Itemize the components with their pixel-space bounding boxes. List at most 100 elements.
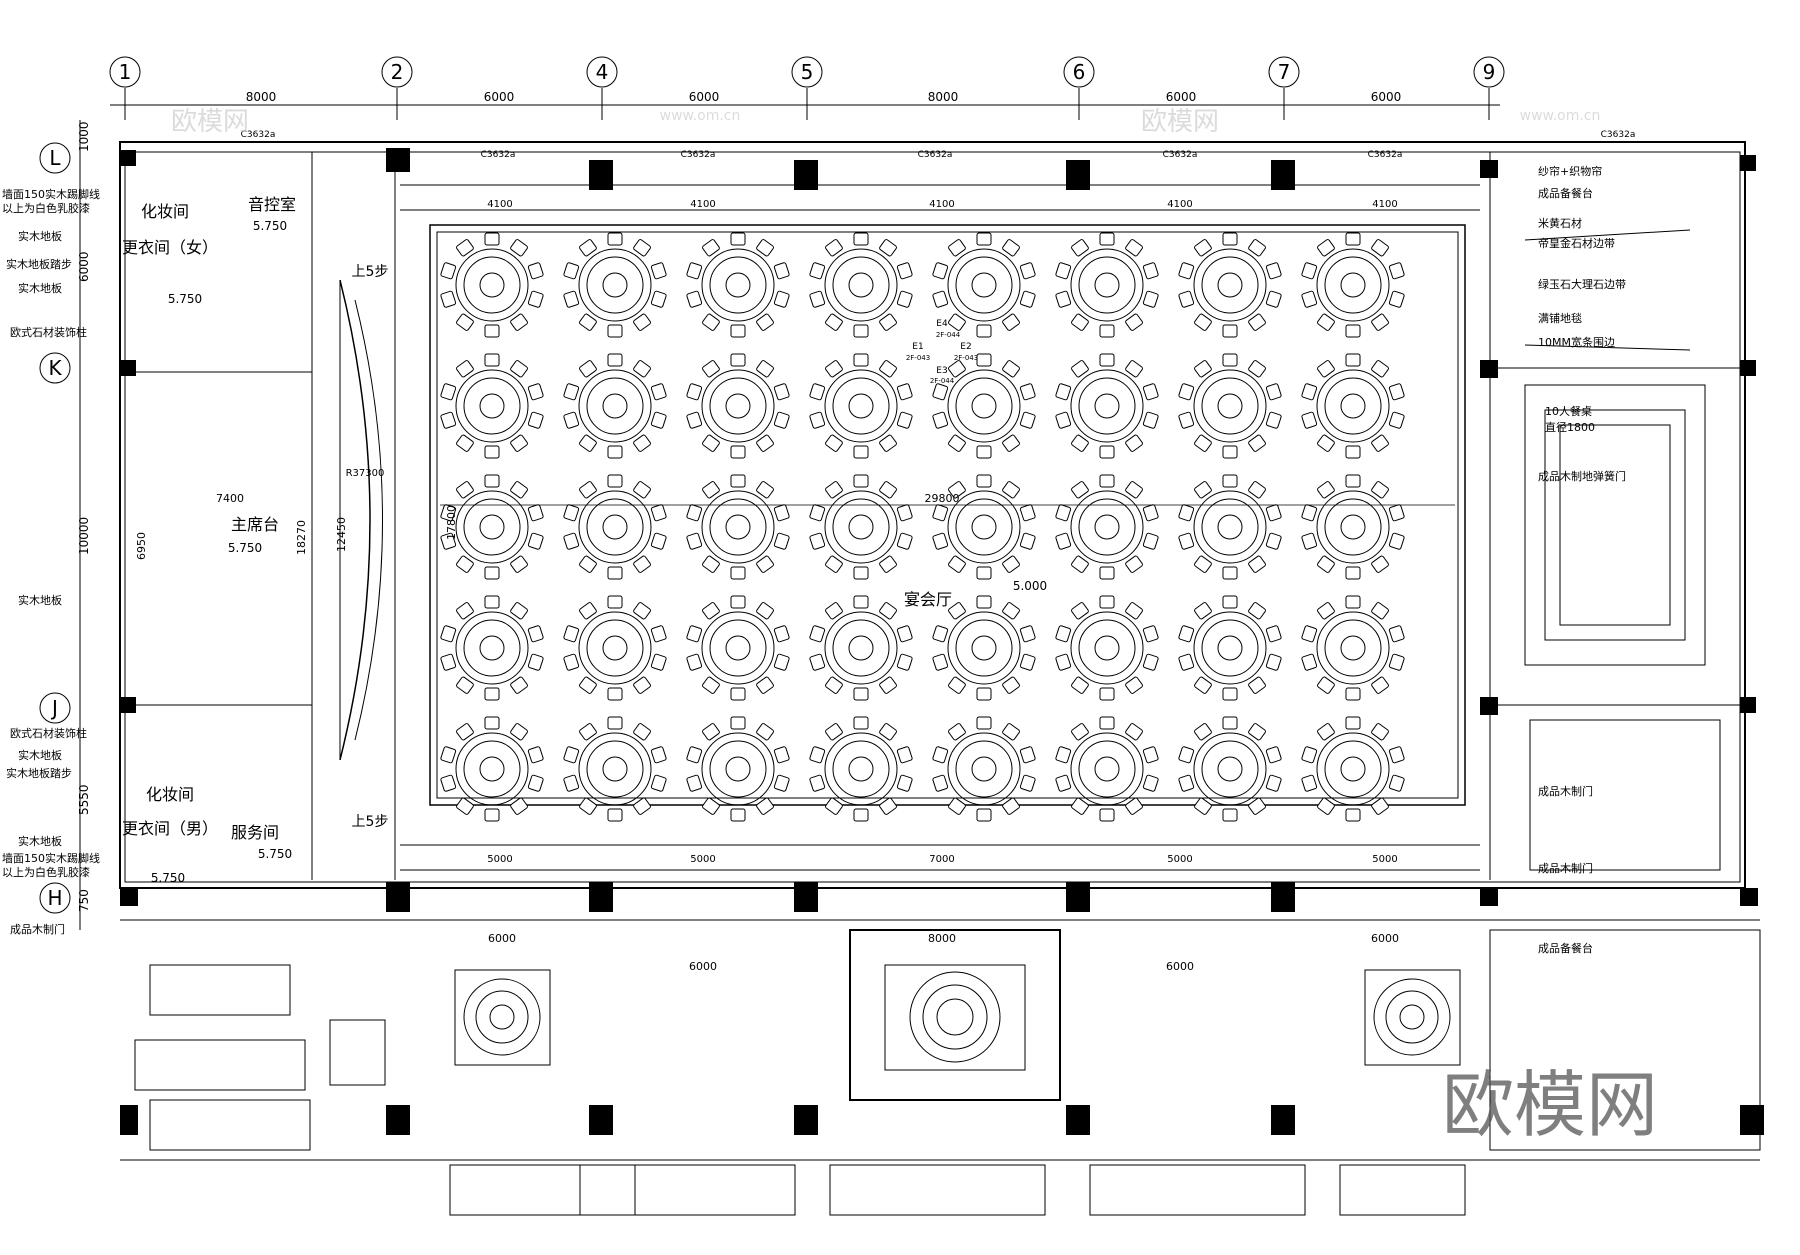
banquet-hall-label: 宴会厅 [904, 590, 952, 609]
chair [1345, 595, 1361, 609]
chair [879, 797, 897, 815]
chair [825, 797, 843, 815]
chair [650, 383, 667, 401]
svg-text:欧式石材装饰柱: 欧式石材装饰柱 [10, 726, 87, 740]
chair [1345, 687, 1361, 701]
chair [1002, 360, 1020, 378]
chair [633, 239, 651, 257]
chair [773, 383, 790, 401]
chair [1099, 445, 1115, 459]
svg-text:墙面150实木踢脚线: 墙面150实木踢脚线 [2, 187, 100, 201]
chair [896, 774, 913, 792]
svg-text:C3632a: C3632a [681, 150, 716, 160]
chair [686, 383, 703, 401]
chair [456, 239, 474, 257]
chair [456, 481, 474, 499]
chair [1248, 602, 1266, 620]
chair [853, 716, 869, 730]
chair [756, 797, 774, 815]
chair [563, 625, 580, 643]
chair [1371, 723, 1389, 741]
chair [825, 434, 843, 452]
chair [1178, 625, 1195, 643]
svg-text:E3: E3 [936, 366, 947, 376]
chair [1265, 504, 1282, 522]
chair [440, 290, 457, 308]
chair [633, 602, 651, 620]
svg-text:成品木制地弹簧门: 成品木制地弹簧门 [1538, 469, 1626, 483]
chair [1265, 411, 1282, 429]
window-width-dims: 4100 4100 4100 4100 4100 [487, 199, 1397, 210]
chair [527, 504, 544, 522]
svg-text:10人餐桌: 10人餐桌 [1545, 404, 1592, 418]
chair [1178, 383, 1195, 401]
svg-text:2F-043: 2F-043 [906, 354, 930, 362]
chair [579, 313, 597, 331]
center-labels: E4 2F-044 E1 2F-043 E2 2F-043 E3 2F-044 [906, 319, 978, 385]
chair [510, 360, 528, 378]
chair [1248, 555, 1266, 573]
makeup-room-male: 化妆间 [146, 785, 194, 804]
svg-text:成品木制门: 成品木制门 [1538, 861, 1593, 875]
chair [932, 383, 949, 401]
chair [1055, 746, 1072, 764]
chair [1055, 774, 1072, 792]
axis-bubble-6: 6 [1063, 56, 1095, 88]
chair [1055, 383, 1072, 401]
chair [607, 232, 623, 246]
axis-bubble-H: H [39, 882, 71, 914]
stage-depth-dim: 12450 [335, 517, 348, 552]
chair [1178, 774, 1195, 792]
chair [633, 481, 651, 499]
chair [879, 676, 897, 694]
round-table [563, 474, 667, 580]
chair [1345, 353, 1361, 367]
chair [1371, 481, 1389, 499]
chair [607, 687, 623, 701]
svg-text:6000: 6000 [1166, 960, 1194, 973]
chair [607, 474, 623, 488]
svg-text:成品备餐台: 成品备餐台 [1538, 186, 1593, 200]
svg-text:4100: 4100 [690, 199, 715, 210]
chair [510, 676, 528, 694]
svg-text:实木地板: 实木地板 [18, 281, 62, 295]
chair [1317, 434, 1335, 452]
chair [809, 653, 826, 671]
chair [456, 602, 474, 620]
svg-text:成品备餐台: 成品备餐台 [1538, 941, 1593, 955]
chair [456, 313, 474, 331]
chair [976, 324, 992, 338]
chair [1178, 653, 1195, 671]
chair [1178, 746, 1195, 764]
round-table [932, 353, 1036, 459]
svg-text:5000: 5000 [1372, 854, 1397, 865]
chair [1301, 411, 1318, 429]
chair [730, 474, 746, 488]
chair [773, 411, 790, 429]
chair [1371, 555, 1389, 573]
chair [1371, 434, 1389, 452]
chair [1345, 324, 1361, 338]
chair [579, 481, 597, 499]
chair [1317, 555, 1335, 573]
round-table [809, 474, 913, 580]
dim-left-3: 10000 [77, 517, 91, 555]
chair [1142, 262, 1159, 280]
chair [896, 290, 913, 308]
round-table [563, 353, 667, 459]
svg-text:4100: 4100 [1167, 199, 1192, 210]
chair [932, 532, 949, 550]
chair [440, 262, 457, 280]
chair [1019, 625, 1036, 643]
chair [809, 774, 826, 792]
dim-left-1: 1000 [77, 121, 91, 152]
chair [1222, 595, 1238, 609]
chair [730, 232, 746, 246]
chair [1388, 411, 1405, 429]
chair [579, 239, 597, 257]
bottom-corridor-dims: 5000 5000 7000 5000 5000 [487, 854, 1397, 865]
chair [527, 383, 544, 401]
chair [1388, 262, 1405, 280]
chair [510, 434, 528, 452]
chair [1071, 434, 1089, 452]
